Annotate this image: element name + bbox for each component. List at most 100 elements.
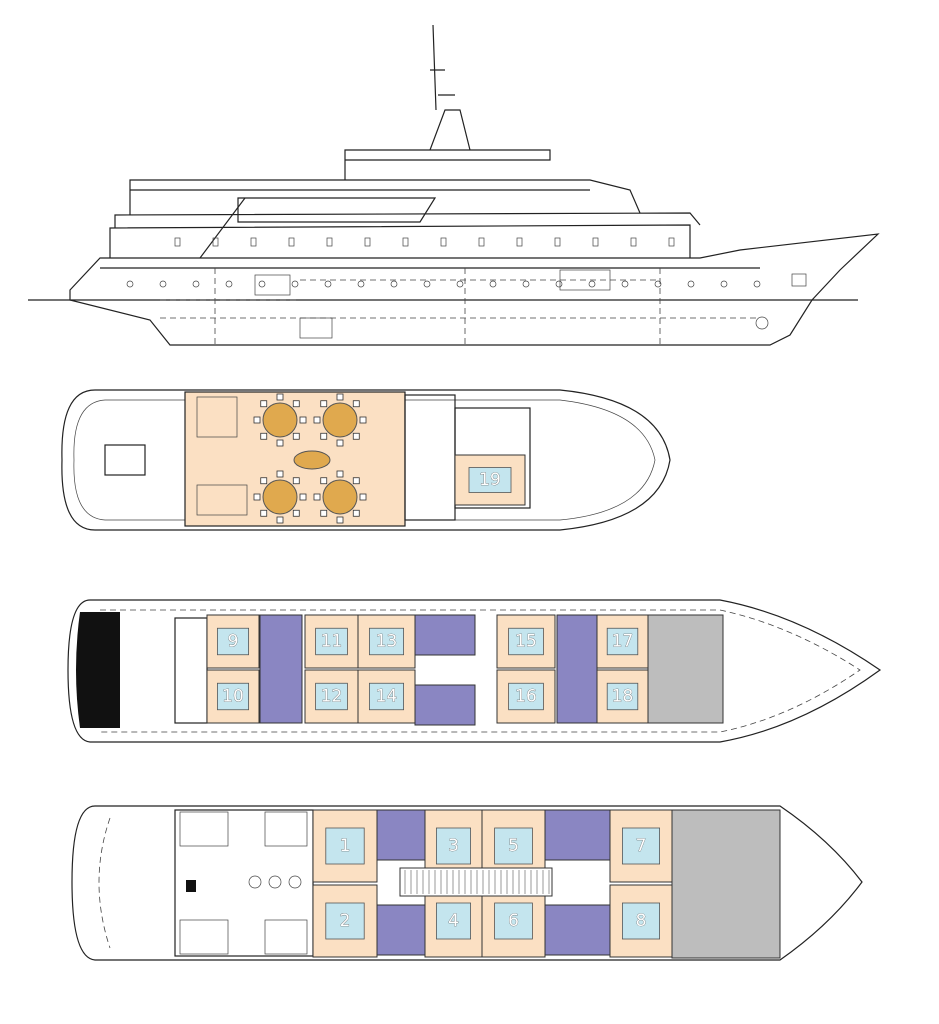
porthole — [456, 280, 464, 288]
cabin-1[interactable]: 1 — [312, 809, 378, 883]
round-table — [322, 402, 358, 438]
porthole — [588, 280, 596, 288]
bed — [315, 682, 348, 711]
sun-deck — [61, 389, 671, 531]
porthole — [192, 280, 200, 288]
chair — [320, 509, 328, 517]
window — [326, 237, 333, 247]
bathroom — [259, 614, 303, 724]
chair — [292, 477, 300, 485]
side-profile — [28, 24, 880, 346]
service-area — [647, 614, 724, 724]
cabin-number: 16 — [515, 687, 537, 707]
cabin-number: 11 — [321, 632, 343, 652]
window — [668, 237, 675, 247]
corridor-stairs — [399, 867, 553, 897]
window — [364, 237, 371, 247]
chair — [336, 470, 344, 478]
cabin-number: 2 — [340, 911, 351, 931]
chair — [352, 509, 360, 517]
cabin-19[interactable]: 19 — [454, 454, 526, 506]
porthole — [753, 280, 761, 288]
chair — [292, 432, 300, 440]
window — [174, 237, 181, 247]
porthole — [687, 280, 695, 288]
chair — [276, 393, 284, 401]
porthole — [159, 280, 167, 288]
cabin-16[interactable]: 16 — [496, 669, 556, 724]
chair — [260, 477, 268, 485]
chair — [276, 439, 284, 447]
cabin-9[interactable]: 9 — [206, 614, 260, 669]
cabin-13[interactable]: 13 — [357, 614, 416, 669]
cabin-17[interactable]: 17 — [596, 614, 649, 669]
porthole — [357, 280, 365, 288]
bed — [508, 682, 544, 711]
cabin-11[interactable]: 11 — [304, 614, 359, 669]
chair — [352, 400, 360, 408]
chair — [352, 477, 360, 485]
chair — [260, 400, 268, 408]
window — [516, 237, 523, 247]
chair — [352, 432, 360, 440]
round-table — [262, 479, 298, 515]
cabin-number: 15 — [515, 632, 537, 652]
chair — [320, 477, 328, 485]
bed — [622, 902, 661, 940]
cabin-number: 1 — [340, 836, 351, 856]
porthole — [126, 280, 134, 288]
cabin-15[interactable]: 15 — [496, 614, 556, 669]
cabin-7[interactable]: 7 — [609, 809, 673, 883]
porthole — [489, 280, 497, 288]
chair — [336, 516, 344, 524]
bed — [494, 902, 533, 940]
bed — [508, 627, 544, 656]
chair — [299, 416, 307, 424]
bed — [468, 467, 512, 493]
window — [212, 237, 219, 247]
bed — [435, 827, 471, 865]
chair — [359, 493, 367, 501]
bed — [216, 682, 249, 711]
chair — [292, 509, 300, 517]
cabin-14[interactable]: 14 — [357, 669, 416, 724]
oval-table — [293, 450, 331, 470]
bed — [216, 627, 249, 656]
cabin-floor — [312, 884, 378, 958]
cabin-number: 4 — [448, 911, 459, 931]
chair — [359, 416, 367, 424]
cabin-10[interactable]: 10 — [206, 669, 260, 724]
window — [250, 237, 257, 247]
porthole — [654, 280, 662, 288]
window — [630, 237, 637, 247]
chair — [299, 493, 307, 501]
bed — [606, 682, 639, 711]
window — [288, 237, 295, 247]
service-area — [671, 809, 781, 959]
chair — [260, 432, 268, 440]
bathroom — [544, 904, 611, 956]
cabin-number: 17 — [612, 632, 634, 652]
cabin-number: 12 — [321, 687, 343, 707]
cabin-12[interactable]: 12 — [304, 669, 359, 724]
cabin-2[interactable]: 2 — [312, 884, 378, 958]
bed — [494, 827, 533, 865]
chair — [336, 393, 344, 401]
cabin-4[interactable]: 4 — [424, 884, 483, 958]
round-table — [322, 479, 358, 515]
chair — [253, 416, 261, 424]
porthole — [258, 280, 266, 288]
chair — [320, 432, 328, 440]
window — [440, 237, 447, 247]
main-deck — [71, 805, 863, 961]
bed — [622, 827, 661, 865]
cabin-number: 8 — [636, 911, 647, 931]
cabin-number: 9 — [228, 632, 239, 652]
bathroom — [544, 809, 611, 861]
cabin-8[interactable]: 8 — [609, 884, 673, 958]
bed — [368, 682, 404, 711]
window — [478, 237, 485, 247]
round-table — [262, 402, 298, 438]
cabin-6[interactable]: 6 — [481, 884, 546, 958]
cabin-18[interactable]: 18 — [596, 669, 649, 724]
